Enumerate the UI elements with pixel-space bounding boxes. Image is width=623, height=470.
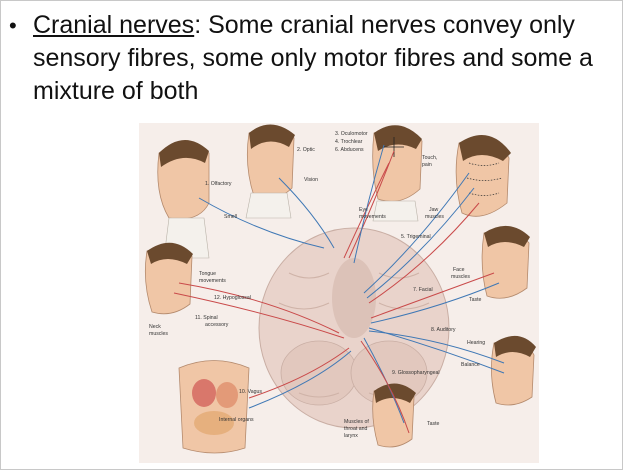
label-vagus: 10. Vagus: [239, 389, 262, 395]
head-trigeminal: [455, 135, 511, 217]
label-spinal-accessory-2: accessory: [205, 322, 229, 328]
label-touch-pain-1: Touch,: [422, 155, 437, 161]
label-smell: Smell: [224, 214, 237, 220]
label-tongue-movements-2: movements: [199, 278, 226, 284]
head-optic: [245, 124, 295, 219]
label-oculomotor: 3. Oculomotor: [335, 131, 368, 137]
label-eye-movements-1: Eye: [359, 207, 368, 213]
head-facial: [481, 225, 530, 299]
brain-illustration: [258, 227, 450, 429]
term-cranial-nerves: Cranial nerves: [33, 11, 195, 39]
label-neck-muscles-1: Neck: [149, 324, 161, 330]
label-internal-organs: Internal organs: [219, 417, 254, 423]
internal-organs-torso: [178, 360, 250, 454]
cranial-nerves-figure: 1. Olfactory Smell 2. Optic Vision 3. Oc…: [139, 123, 539, 463]
label-touch-pain-2: pain: [422, 162, 432, 168]
label-face-muscles-1: Face: [453, 267, 465, 273]
figure-labels: 1. Olfactory Smell 2. Optic Vision 3. Oc…: [149, 131, 485, 439]
head-hypoglossal: [144, 242, 193, 315]
head-eye-movements: [372, 125, 423, 222]
label-eye-movements-2: movements: [359, 214, 386, 220]
label-glossopharyngeal: 9. Glossopharyngeal: [392, 370, 440, 376]
label-tongue-movements-1: Tongue: [199, 271, 216, 277]
label-neck-muscles-2: muscles: [149, 331, 168, 337]
nerve-paths: [173, 144, 505, 434]
bullet-point: • Cranial nerves: Some cranial nerves co…: [9, 9, 615, 108]
cranial-nerves-diagram: 1. Olfactory Smell 2. Optic Vision 3. Oc…: [144, 124, 536, 454]
label-throat-muscles-2: throat and: [344, 426, 367, 432]
label-hypoglossal: 12. Hypoglossal: [214, 295, 251, 301]
label-trigeminal: 5. Trigeminal: [401, 234, 431, 240]
label-facial: 7. Facial: [413, 287, 433, 293]
label-throat-muscles-3: larynx: [344, 433, 358, 439]
label-trochlear: 4. Trochlear: [335, 139, 363, 145]
label-abducens: 6. Abducens: [335, 147, 364, 153]
bullet-text: Cranial nerves: Some cranial nerves conv…: [33, 9, 615, 108]
bullet-description: : Some cranial nerves convey only sensor…: [33, 11, 593, 105]
label-jaw-muscles-2: muscles: [425, 214, 444, 220]
label-olfactory: 1. Olfactory: [205, 181, 232, 187]
label-face-muscles-2: muscles: [451, 274, 470, 280]
label-jaw-muscles-1: Jaw: [429, 207, 438, 213]
head-throat: [372, 383, 416, 448]
label-taste-bottom: Taste: [427, 421, 440, 427]
head-auditory: [491, 335, 536, 406]
label-throat-muscles-1: Muscles of: [344, 419, 369, 425]
label-balance: Balance: [461, 362, 480, 368]
label-optic: 2. Optic: [297, 147, 315, 153]
label-spinal-accessory-1: 11. Spinal: [195, 315, 218, 321]
label-taste-right: Taste: [469, 297, 482, 303]
bullet-dot: •: [9, 13, 17, 38]
label-hearing: Hearing: [467, 340, 485, 346]
label-auditory: 8. Auditory: [431, 327, 456, 333]
label-vision: Vision: [304, 177, 318, 183]
